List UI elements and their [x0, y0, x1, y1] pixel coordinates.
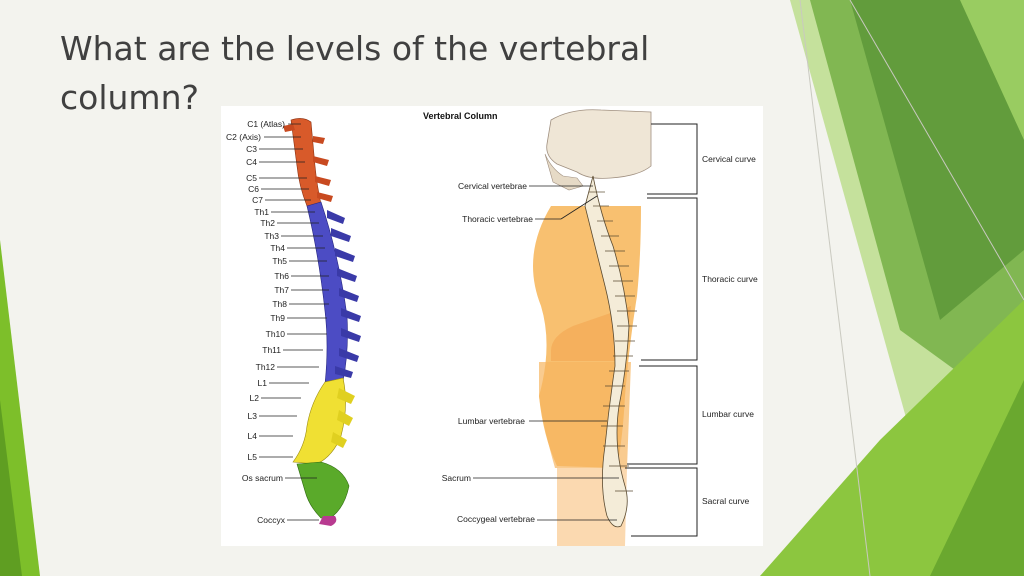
- spine-right: [584, 175, 637, 528]
- label-thoracic-curve: Thoracic curve: [702, 274, 758, 284]
- spine-level-label: Th6: [274, 271, 289, 281]
- spine-level-label: C5: [246, 173, 257, 183]
- middle-leader-lines: [473, 185, 619, 521]
- spine-level-label: Th1: [254, 207, 269, 217]
- label-coccygeal-vertebrae: Coccygeal vertebrae: [457, 514, 535, 524]
- spine-level-label: L3: [247, 411, 257, 421]
- label-sacral-curve: Sacral curve: [702, 496, 750, 506]
- left-leader-lines: [259, 123, 329, 521]
- figure-title: Vertebral Column: [423, 111, 498, 121]
- spine-left-sacrum: [296, 461, 350, 519]
- spine-level-label: Th8: [272, 299, 287, 309]
- spine-level-label: L2: [249, 393, 259, 403]
- spine-level-label: C7: [252, 195, 263, 205]
- spine-level-label: Th7: [274, 285, 289, 295]
- spine-level-label: C6: [248, 184, 259, 194]
- spine-level-label: Th11: [262, 345, 281, 355]
- spine-level-label: L1: [257, 378, 267, 388]
- spine-level-label: C4: [246, 157, 257, 167]
- spine-level-label: Coccyx: [257, 515, 285, 525]
- spine-level-label: Th5: [272, 256, 287, 266]
- spine-level-label: Th9: [270, 313, 285, 323]
- spine-level-label: C2 (Axis): [226, 132, 261, 142]
- label-lumbar-curve: Lumbar curve: [702, 409, 754, 419]
- label-cervical-vertebrae: Cervical vertebrae: [458, 181, 527, 191]
- label-cervical-curve: Cervical curve: [702, 154, 756, 164]
- label-thoracic-vertebrae: Thoracic vertebrae: [462, 214, 533, 224]
- spine-illustration: [259, 109, 698, 546]
- spine-level-label: Th10: [265, 329, 285, 339]
- spine-left-coccyx: [319, 516, 337, 526]
- spine-left-thoracic: [306, 201, 361, 385]
- label-lumbar-vertebrae: Lumbar vertebrae: [457, 416, 525, 426]
- skull: [544, 109, 652, 191]
- spine-level-label: C1 (Atlas): [247, 119, 285, 129]
- spine-level-label: Th3: [264, 231, 279, 241]
- spine-level-label: Th2: [260, 218, 275, 228]
- spine-level-label: L4: [247, 431, 257, 441]
- label-sacrum: Sacrum: [441, 473, 471, 483]
- spine-level-label: C3: [246, 144, 257, 154]
- spine-left-cervical: [283, 118, 333, 207]
- curve-brackets: [625, 123, 698, 537]
- slide-title: What are the levels of the vertebral col…: [60, 29, 650, 117]
- spine-left-lumbar: [292, 377, 355, 465]
- spine-level-label: Th4: [270, 243, 285, 253]
- spine-level-label: Os sacrum: [241, 473, 283, 483]
- spine-level-label: L5: [247, 452, 257, 462]
- spine-level-label: Th12: [255, 362, 275, 372]
